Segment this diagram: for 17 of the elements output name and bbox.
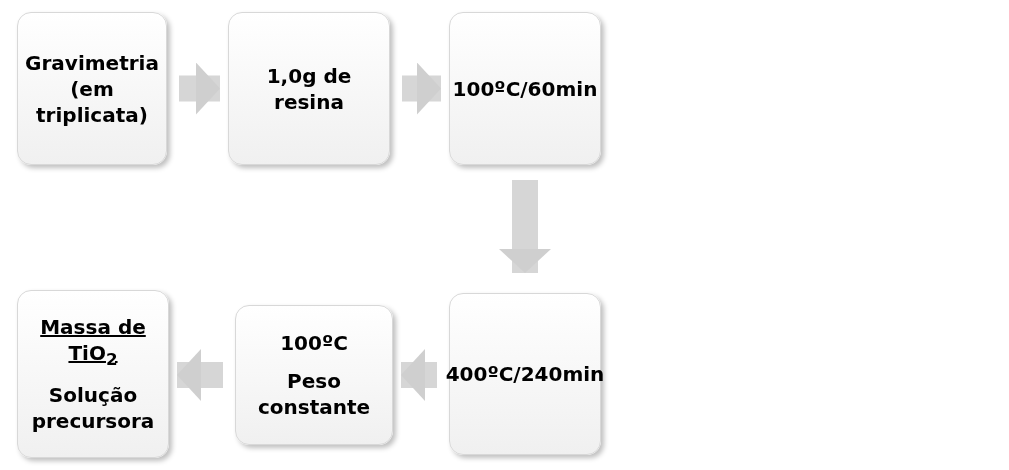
step-text: Solução precursora xyxy=(30,382,156,435)
process-box xyxy=(235,305,393,445)
block-arrow xyxy=(499,180,551,273)
step-text: Gravimetria (em triplicata) xyxy=(24,49,160,128)
block-arrow xyxy=(179,62,220,115)
result-box xyxy=(17,290,169,458)
process-box xyxy=(228,12,390,165)
step-text: 400ºC/240min xyxy=(445,361,605,387)
block-arrow xyxy=(402,62,441,115)
process-box xyxy=(449,12,601,165)
step-text: Peso constante xyxy=(256,368,372,420)
block-arrow xyxy=(401,349,437,401)
step-text: 100ºC xyxy=(280,330,348,356)
heading-text: Massa de TiO$_{2}$ xyxy=(39,313,147,371)
process-box xyxy=(17,12,167,165)
step-text: 100ºC/60min xyxy=(452,75,598,102)
step-text: 1,0g de resina xyxy=(265,62,353,115)
